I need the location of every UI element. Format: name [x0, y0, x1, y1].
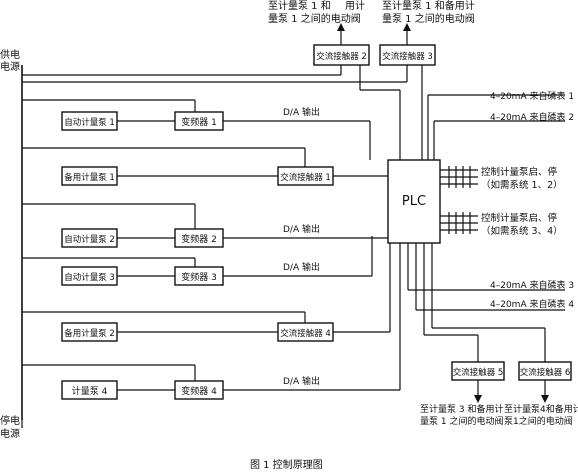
signal-4: 4–20mA 来自磷表 4: [490, 298, 574, 310]
top-note-1-alt: 用计: [345, 0, 365, 12]
signal-3: 4–20mA 来自磷表 3: [490, 279, 574, 291]
signal-2: 4–20mA 来自磷表 2: [490, 111, 574, 123]
bottom-note-2: 至计量泵4和备用计量 泵1之间的电动阀: [504, 403, 578, 427]
spare-pump-1-label: 备用计量泵 1: [64, 172, 115, 183]
control-2: 控制计量泵启、停 （如需系统 3、4）: [481, 212, 563, 237]
auto-pump-2-label: 自动计量泵 2: [64, 234, 115, 245]
auto-pump-3-label: 自动计量泵 3: [64, 272, 115, 283]
inverter-1-label: 变频器 1: [181, 116, 217, 128]
control-1: 控制计量泵启、停 （如需系统 1、2）: [481, 166, 563, 191]
da-output-2: D/A 输出: [283, 223, 320, 235]
signal-1: 4–20mA 来自磷表 1: [490, 90, 574, 102]
contactor-2-label: 交流接触器 2: [316, 51, 367, 62]
figure-caption: 图 1 控制原理图: [250, 458, 323, 471]
power-off-label: 停电 电源: [0, 414, 23, 440]
inverter-4-label: 变频器 4: [181, 385, 217, 397]
top-note-1-line-1: 至计量泵 1 和: [268, 0, 331, 12]
control-output-group-2: [440, 212, 478, 234]
bottom-note-1: 至计量泵 3 和备用计 量泵 1 之间的电动阀: [420, 403, 506, 427]
spare-pump-2-label: 备用计量泵 2: [64, 328, 115, 339]
auto-pump-1-label: 自动计量泵 1: [64, 117, 115, 128]
power-supply-label: 供电 电源: [0, 48, 23, 73]
top-note-2-line-1: 至计量泵 1 和备用计: [382, 0, 475, 12]
da-output-4: D/A 输出: [283, 375, 320, 387]
plc-box: [387, 159, 441, 244]
contactor-4-label: 交流接触器 4: [280, 328, 331, 339]
pump-4-label: 计量泵 4: [72, 385, 108, 397]
inverter-2-label: 变频器 2: [181, 233, 217, 245]
contactor-3-label: 交流接触器 3: [382, 51, 433, 62]
top-note-2: 至计量泵 1 和备用计 量泵 1 之间的电动阀: [382, 0, 478, 25]
contactor-1-label: 交流接触器 1: [280, 172, 331, 183]
top-note-1-line-2: 量泵 1 之间的电动阀: [268, 12, 361, 25]
contactor-6-label: 交流接触器 6: [520, 367, 571, 378]
control-output-group-1: [440, 166, 478, 188]
top-note-1: 至计量泵 1 和 量泵 1 之间的电动阀: [268, 0, 361, 25]
contactor-5-label: 交流接触器 5: [453, 367, 504, 378]
inverter-3-label: 变频器 3: [181, 271, 217, 283]
plc-label: PLC: [402, 194, 426, 209]
da-output-1: D/A 输出: [283, 106, 320, 118]
da-output-3: D/A 输出: [283, 261, 320, 273]
top-note-2-line-2: 量泵 1 之间的电动阀: [382, 12, 475, 25]
